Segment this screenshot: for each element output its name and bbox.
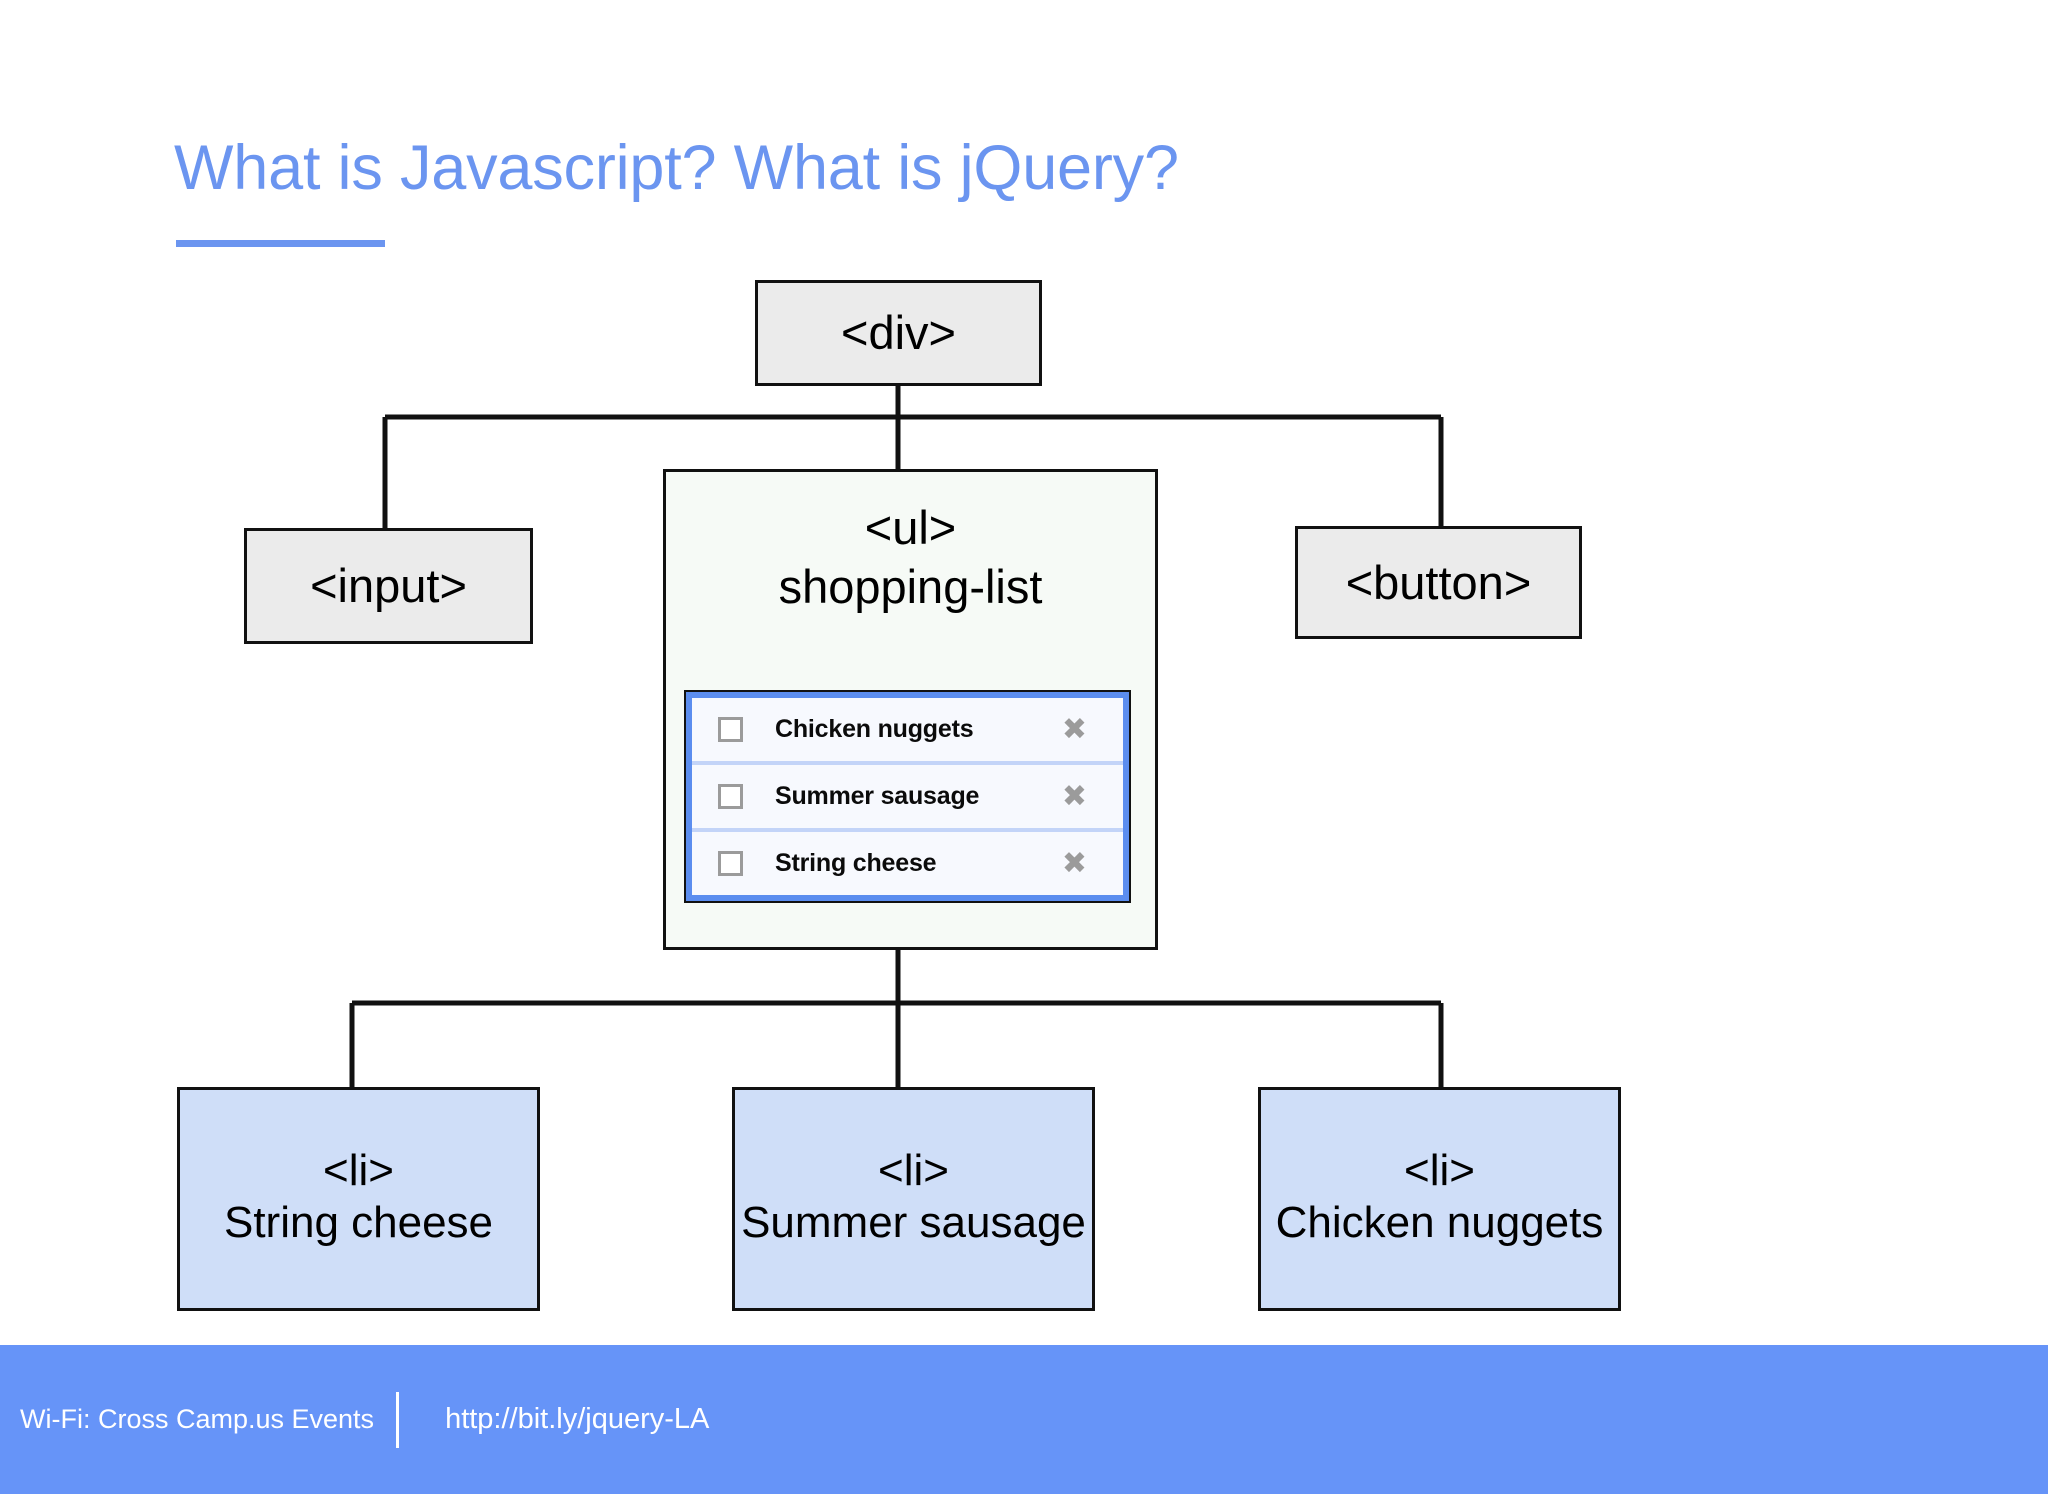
- tree-node-li-tag: <li>: [878, 1146, 949, 1196]
- shopping-list-frame: Chicken nuggets ✖ Summer sausage ✖ Strin…: [686, 692, 1129, 901]
- tree-node-button[interactable]: <button>: [1295, 526, 1582, 639]
- checkbox-icon[interactable]: [718, 851, 743, 876]
- title-underline-rule: [176, 240, 385, 247]
- list-item[interactable]: Chicken nuggets ✖: [692, 698, 1123, 765]
- list-item[interactable]: Summer sausage ✖: [692, 765, 1123, 832]
- tree-node-button-label: <button>: [1345, 555, 1532, 609]
- page-title: What is Javascript? What is jQuery?: [174, 133, 1179, 203]
- delete-icon[interactable]: ✖: [1061, 845, 1087, 881]
- list-item-label: String cheese: [775, 849, 937, 877]
- tree-node-li-chicken-nuggets[interactable]: <li> Chicken nuggets: [1258, 1087, 1621, 1311]
- checkbox-icon[interactable]: [718, 717, 743, 742]
- tree-node-input-label: <input>: [310, 559, 467, 613]
- list-item[interactable]: String cheese ✖: [692, 832, 1123, 895]
- tree-node-li-string-cheese[interactable]: <li> String cheese: [177, 1087, 540, 1311]
- footer-wifi-text: Wi-Fi: Cross Camp.us Events: [20, 1404, 375, 1434]
- tree-node-ul-name: shopping-list: [778, 560, 1043, 614]
- dom-tree-diagram: <div> <input> <button> <ul> shopping-lis…: [177, 280, 1621, 1311]
- tree-node-input[interactable]: <input>: [244, 528, 533, 644]
- checkbox-icon[interactable]: [718, 784, 743, 809]
- tree-node-li-text: String cheese: [223, 1198, 494, 1247]
- tree-node-li-text: Chicken nuggets: [1275, 1198, 1604, 1247]
- tree-node-div[interactable]: <div>: [755, 280, 1042, 386]
- tree-node-li-text: Summer sausage: [741, 1198, 1086, 1247]
- list-item-label: Summer sausage: [775, 782, 980, 810]
- list-item-label: Chicken nuggets: [775, 715, 974, 743]
- shopping-list-widget: Chicken nuggets ✖ Summer sausage ✖ Strin…: [684, 690, 1131, 903]
- delete-icon[interactable]: ✖: [1061, 778, 1087, 814]
- footer-url-link[interactable]: http://bit.ly/jquery-LA: [445, 1403, 710, 1435]
- tree-node-ul-tag: <ul>: [864, 501, 957, 554]
- tree-node-li-tag: <li>: [323, 1146, 394, 1196]
- tree-node-li-summer-sausage[interactable]: <li> Summer sausage: [732, 1087, 1095, 1311]
- tree-node-div-label: <div>: [841, 306, 956, 360]
- delete-icon[interactable]: ✖: [1061, 711, 1087, 747]
- slide-footer: Wi-Fi: Cross Camp.us Events http://bit.l…: [0, 1345, 2048, 1494]
- tree-node-li-tag: <li>: [1404, 1146, 1475, 1196]
- shopping-list-rows: Chicken nuggets ✖ Summer sausage ✖ Strin…: [692, 698, 1123, 895]
- footer-divider: [396, 1391, 400, 1448]
